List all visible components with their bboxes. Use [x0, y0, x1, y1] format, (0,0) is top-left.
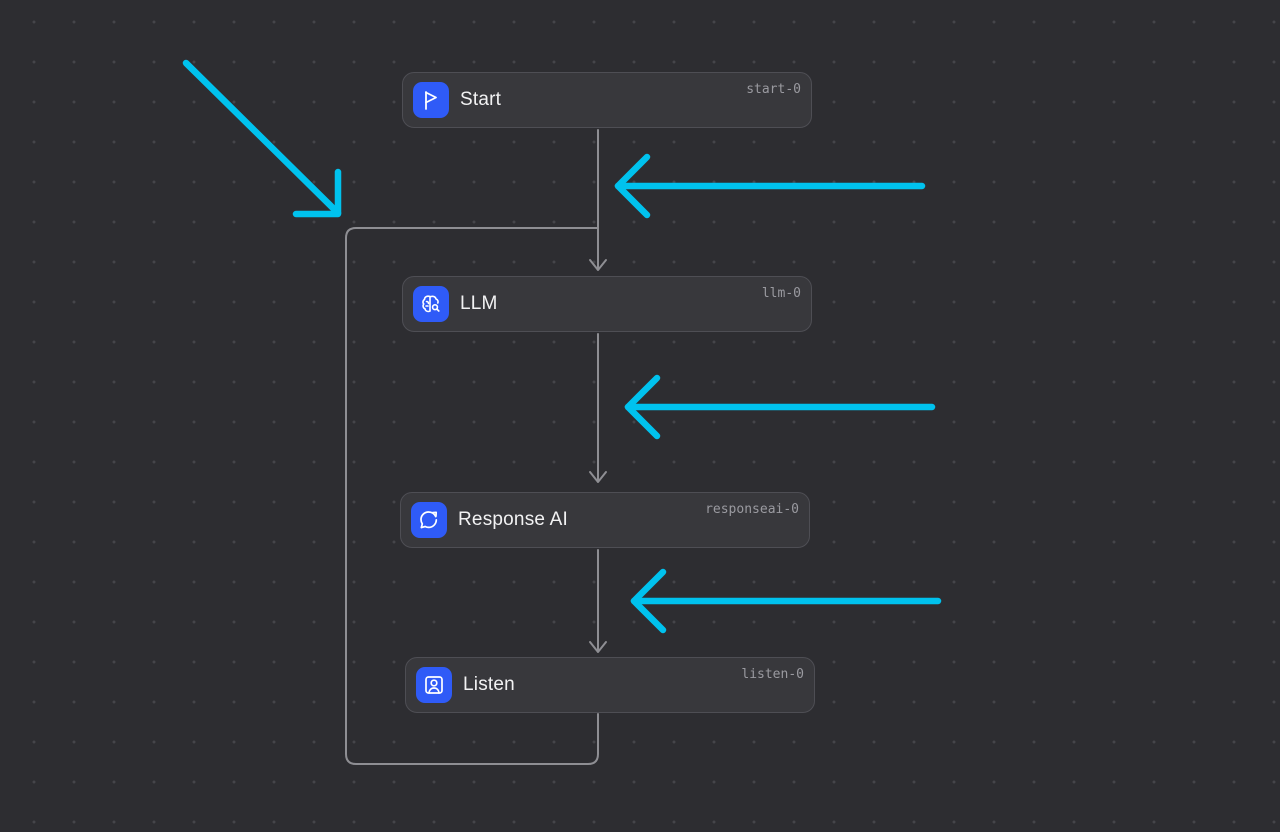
- node-start[interactable]: Start start-0: [402, 72, 812, 128]
- node-listen[interactable]: Listen listen-0: [405, 657, 815, 713]
- node-id: llm-0: [761, 286, 801, 301]
- chat-refresh-icon: [411, 502, 447, 538]
- flag-icon: [413, 82, 449, 118]
- edge-responseai-to-listen-arrowhead: [589, 641, 607, 653]
- brain-icon: [413, 286, 449, 322]
- node-responseai[interactable]: Response AI responseai-0: [400, 492, 810, 548]
- node-label: Listen: [463, 674, 515, 695]
- edge-llm-to-responseai-arrowhead: [589, 471, 607, 483]
- node-label: Response AI: [458, 509, 568, 530]
- node-id: listen-0: [741, 667, 804, 682]
- node-id: responseai-0: [705, 502, 799, 517]
- edge-start-to-llm-arrowhead: [589, 259, 607, 271]
- node-label: Start: [460, 89, 502, 110]
- node-label: LLM: [460, 293, 498, 314]
- node-id: start-0: [746, 82, 801, 97]
- node-llm[interactable]: LLM llm-0: [402, 276, 812, 332]
- edge-loop-listen-to-llm: [345, 227, 599, 765]
- person-frame-icon: [416, 667, 452, 703]
